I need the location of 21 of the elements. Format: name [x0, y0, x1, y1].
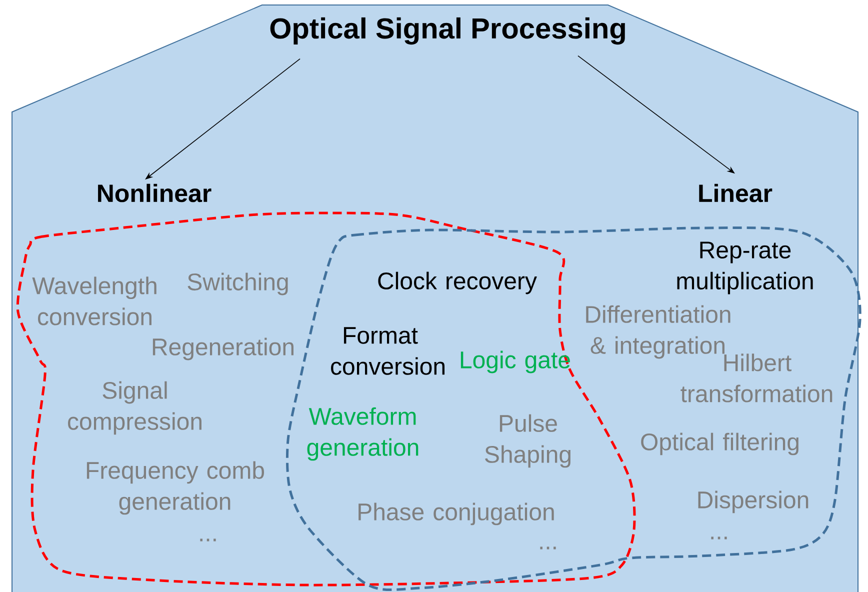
item-label: Logic gate [460, 350, 570, 374]
item-label: Frequency comb generation [86, 461, 264, 515]
item-label: ... [540, 546, 556, 550]
item-label: Optical filtering [641, 432, 798, 456]
item-label: Wavelength conversion [32, 276, 156, 326]
item-label: Pulse Shaping [485, 414, 570, 468]
item-label: Dispersion [698, 490, 808, 514]
item-label: ... [711, 536, 727, 540]
item-label: Clock recovery [378, 272, 537, 294]
item-label: Format conversion [331, 327, 444, 375]
item-label: Switching [188, 272, 288, 296]
title-text: Optical Signal Processing [270, 17, 625, 45]
item-label: Phase conjugation [358, 502, 554, 526]
item-label: Hilbert transformation [680, 354, 832, 402]
heading-text: Nonlinear [98, 184, 212, 202]
item-label: Regeneration [152, 338, 294, 360]
item-label: Signal compression [68, 381, 202, 435]
item-label: Rep-rate multiplication [677, 242, 813, 294]
item-label: Waveform generation [307, 407, 418, 461]
heading-text: Linear [699, 184, 772, 202]
item-label: ... [200, 538, 216, 542]
